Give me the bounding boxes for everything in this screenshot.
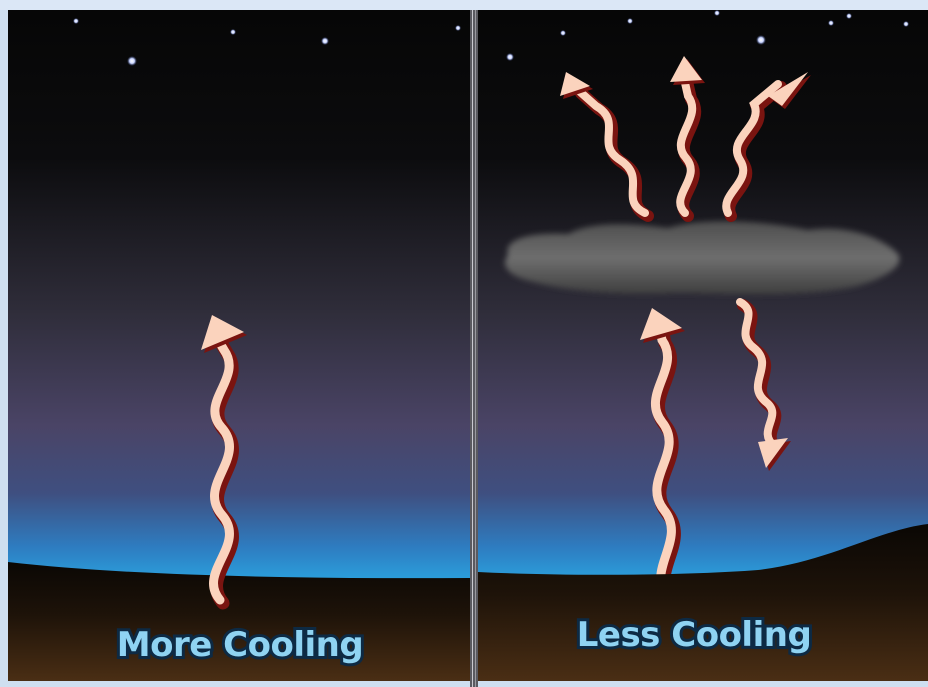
caption-more-cooling: More Cooling [117, 625, 363, 665]
star-icon [903, 21, 909, 27]
heat-radiation-arrow-icon [640, 308, 685, 610]
heat-radiation-arrow-icon [722, 72, 811, 222]
clear-sky-illustration: More Cooling [8, 10, 470, 681]
cloudy-sky-illustration: Less Cooling [478, 10, 928, 681]
heat-radiation-arrow-icon [201, 315, 247, 610]
cloud-icon [505, 221, 900, 295]
heat-radiation-arrow-icon [560, 72, 654, 222]
star-icon [846, 13, 852, 19]
caption-less-cooling: Less Cooling [577, 615, 812, 655]
star-icon [321, 37, 329, 45]
panel-clear-sky: More Cooling [8, 10, 470, 681]
star-icon [627, 18, 633, 24]
star-icon [560, 30, 566, 36]
heat-radiation-arrow-icon [670, 56, 705, 222]
star-icon [828, 20, 834, 26]
star-icon [73, 18, 79, 24]
ground [478, 524, 928, 681]
star-icon [455, 25, 461, 31]
stars [73, 18, 461, 66]
star-icon [756, 35, 766, 45]
header-strip [0, 0, 928, 10]
star-icon [230, 29, 236, 35]
panel-divider [470, 10, 478, 687]
panel-cloudy-sky: Less Cooling [478, 10, 928, 681]
stars [506, 10, 909, 61]
ground [8, 562, 470, 681]
star-icon [714, 10, 720, 16]
heat-radiation-arrow-icon [736, 298, 791, 471]
star-icon [506, 53, 514, 61]
star-icon [127, 56, 137, 66]
